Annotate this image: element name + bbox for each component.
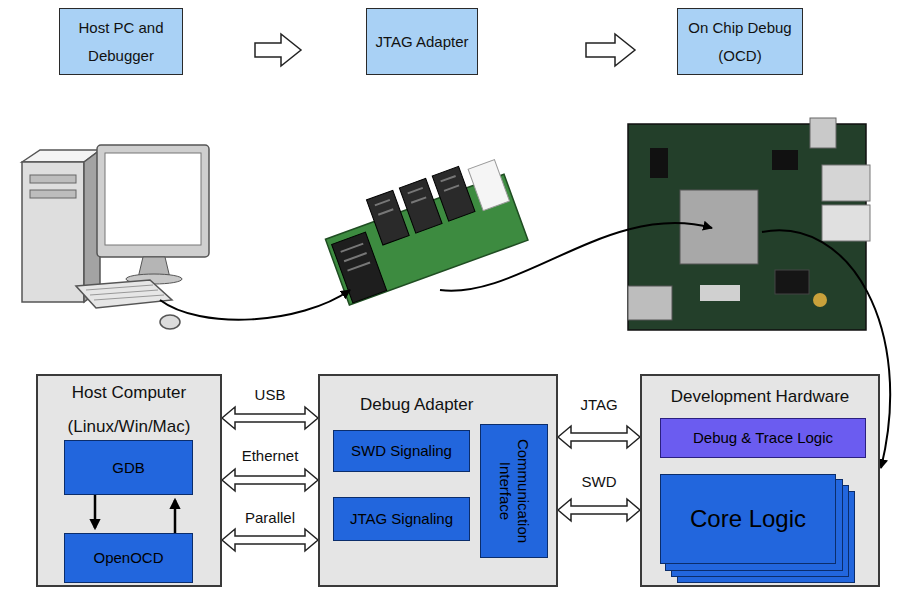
board-component: [700, 285, 740, 301]
software-box: GDB: [64, 440, 193, 495]
header-pins: [330, 176, 474, 271]
stage-box: On Chip Debug (OCD): [677, 8, 803, 75]
header-connector: [432, 166, 475, 221]
flow-arrow: [174, 500, 177, 533]
block-arrow: [222, 469, 318, 491]
panel-title: Debug Adapter: [320, 393, 556, 417]
monitor-frame: [97, 145, 209, 257]
box-label: OpenOCD: [88, 549, 168, 567]
usb-port: [810, 118, 836, 148]
core-logic-box: Core Logic: [660, 474, 836, 564]
block-arrow: [586, 34, 635, 66]
box-label: JTAG Signaling: [345, 510, 458, 528]
drive-slot: [30, 175, 76, 183]
tower-front: [22, 162, 84, 302]
board-component: [775, 270, 809, 294]
box-label: Core Logic: [685, 505, 811, 534]
box-label: GDB: [107, 459, 150, 477]
debug-logic-box: Debug & Trace Logic: [660, 418, 866, 458]
computer-illustration: [22, 145, 209, 329]
block-arrow: [558, 426, 640, 448]
board-component: [813, 293, 827, 307]
link-label: JTAG: [580, 396, 617, 413]
monitor-screen: [105, 153, 201, 245]
mouse: [160, 315, 180, 329]
illustration-arrow: [440, 223, 712, 291]
interface-box: Communication Interface: [480, 424, 548, 558]
adapter-panel: Debug AdapterSWD SignalingJTAG Signaling…: [318, 374, 558, 587]
board-component: [650, 148, 668, 178]
keyboard: [76, 280, 172, 308]
keyboard-keys: [86, 285, 164, 300]
host-panel: Host Computer (Linux/Win/Mac) GDB OpenOCD: [36, 374, 222, 587]
box-label: JTAG Adapter: [370, 28, 473, 56]
link-label: Ethernet: [242, 447, 299, 464]
signaling-box: JTAG Signaling: [333, 497, 470, 541]
stage-box: Host PC and Debugger: [59, 8, 183, 75]
block-arrow: [558, 499, 640, 521]
hardware-panel: Development HardwareDebug & Trace LogicC…: [640, 374, 880, 587]
link-label: SWD: [582, 473, 617, 490]
ethernet-port: [822, 205, 870, 241]
ethernet-port: [822, 165, 870, 201]
box-label: Debug & Trace Logic: [688, 429, 838, 447]
block-arrow: [222, 407, 318, 429]
box-label: On Chip Debug (OCD): [678, 14, 802, 70]
sfp-cage: [628, 286, 672, 320]
signaling-box: SWD Signaling: [333, 430, 470, 472]
box-label: SWD Signaling: [346, 442, 457, 460]
stage-box: JTAG Adapter: [366, 8, 478, 75]
panel-title: Development Hardware: [642, 385, 878, 409]
header-connector: [332, 232, 387, 303]
block-arrow: [255, 34, 301, 66]
drive-slot: [30, 190, 76, 198]
box-label: Communication Interface: [496, 430, 532, 552]
software-box: OpenOCD: [64, 533, 193, 583]
link-label: Parallel: [245, 509, 295, 526]
main-chip: [680, 190, 758, 264]
panel-title: Host Computer (Linux/Win/Mac): [38, 376, 220, 444]
box-label: Host PC and Debugger: [60, 14, 182, 70]
board-component: [772, 150, 798, 170]
illustration-arrow: [160, 290, 350, 320]
flow-arrow: [94, 495, 97, 528]
white-connector: [468, 160, 509, 211]
link-label: USB: [255, 386, 286, 403]
block-arrow: [222, 529, 318, 551]
